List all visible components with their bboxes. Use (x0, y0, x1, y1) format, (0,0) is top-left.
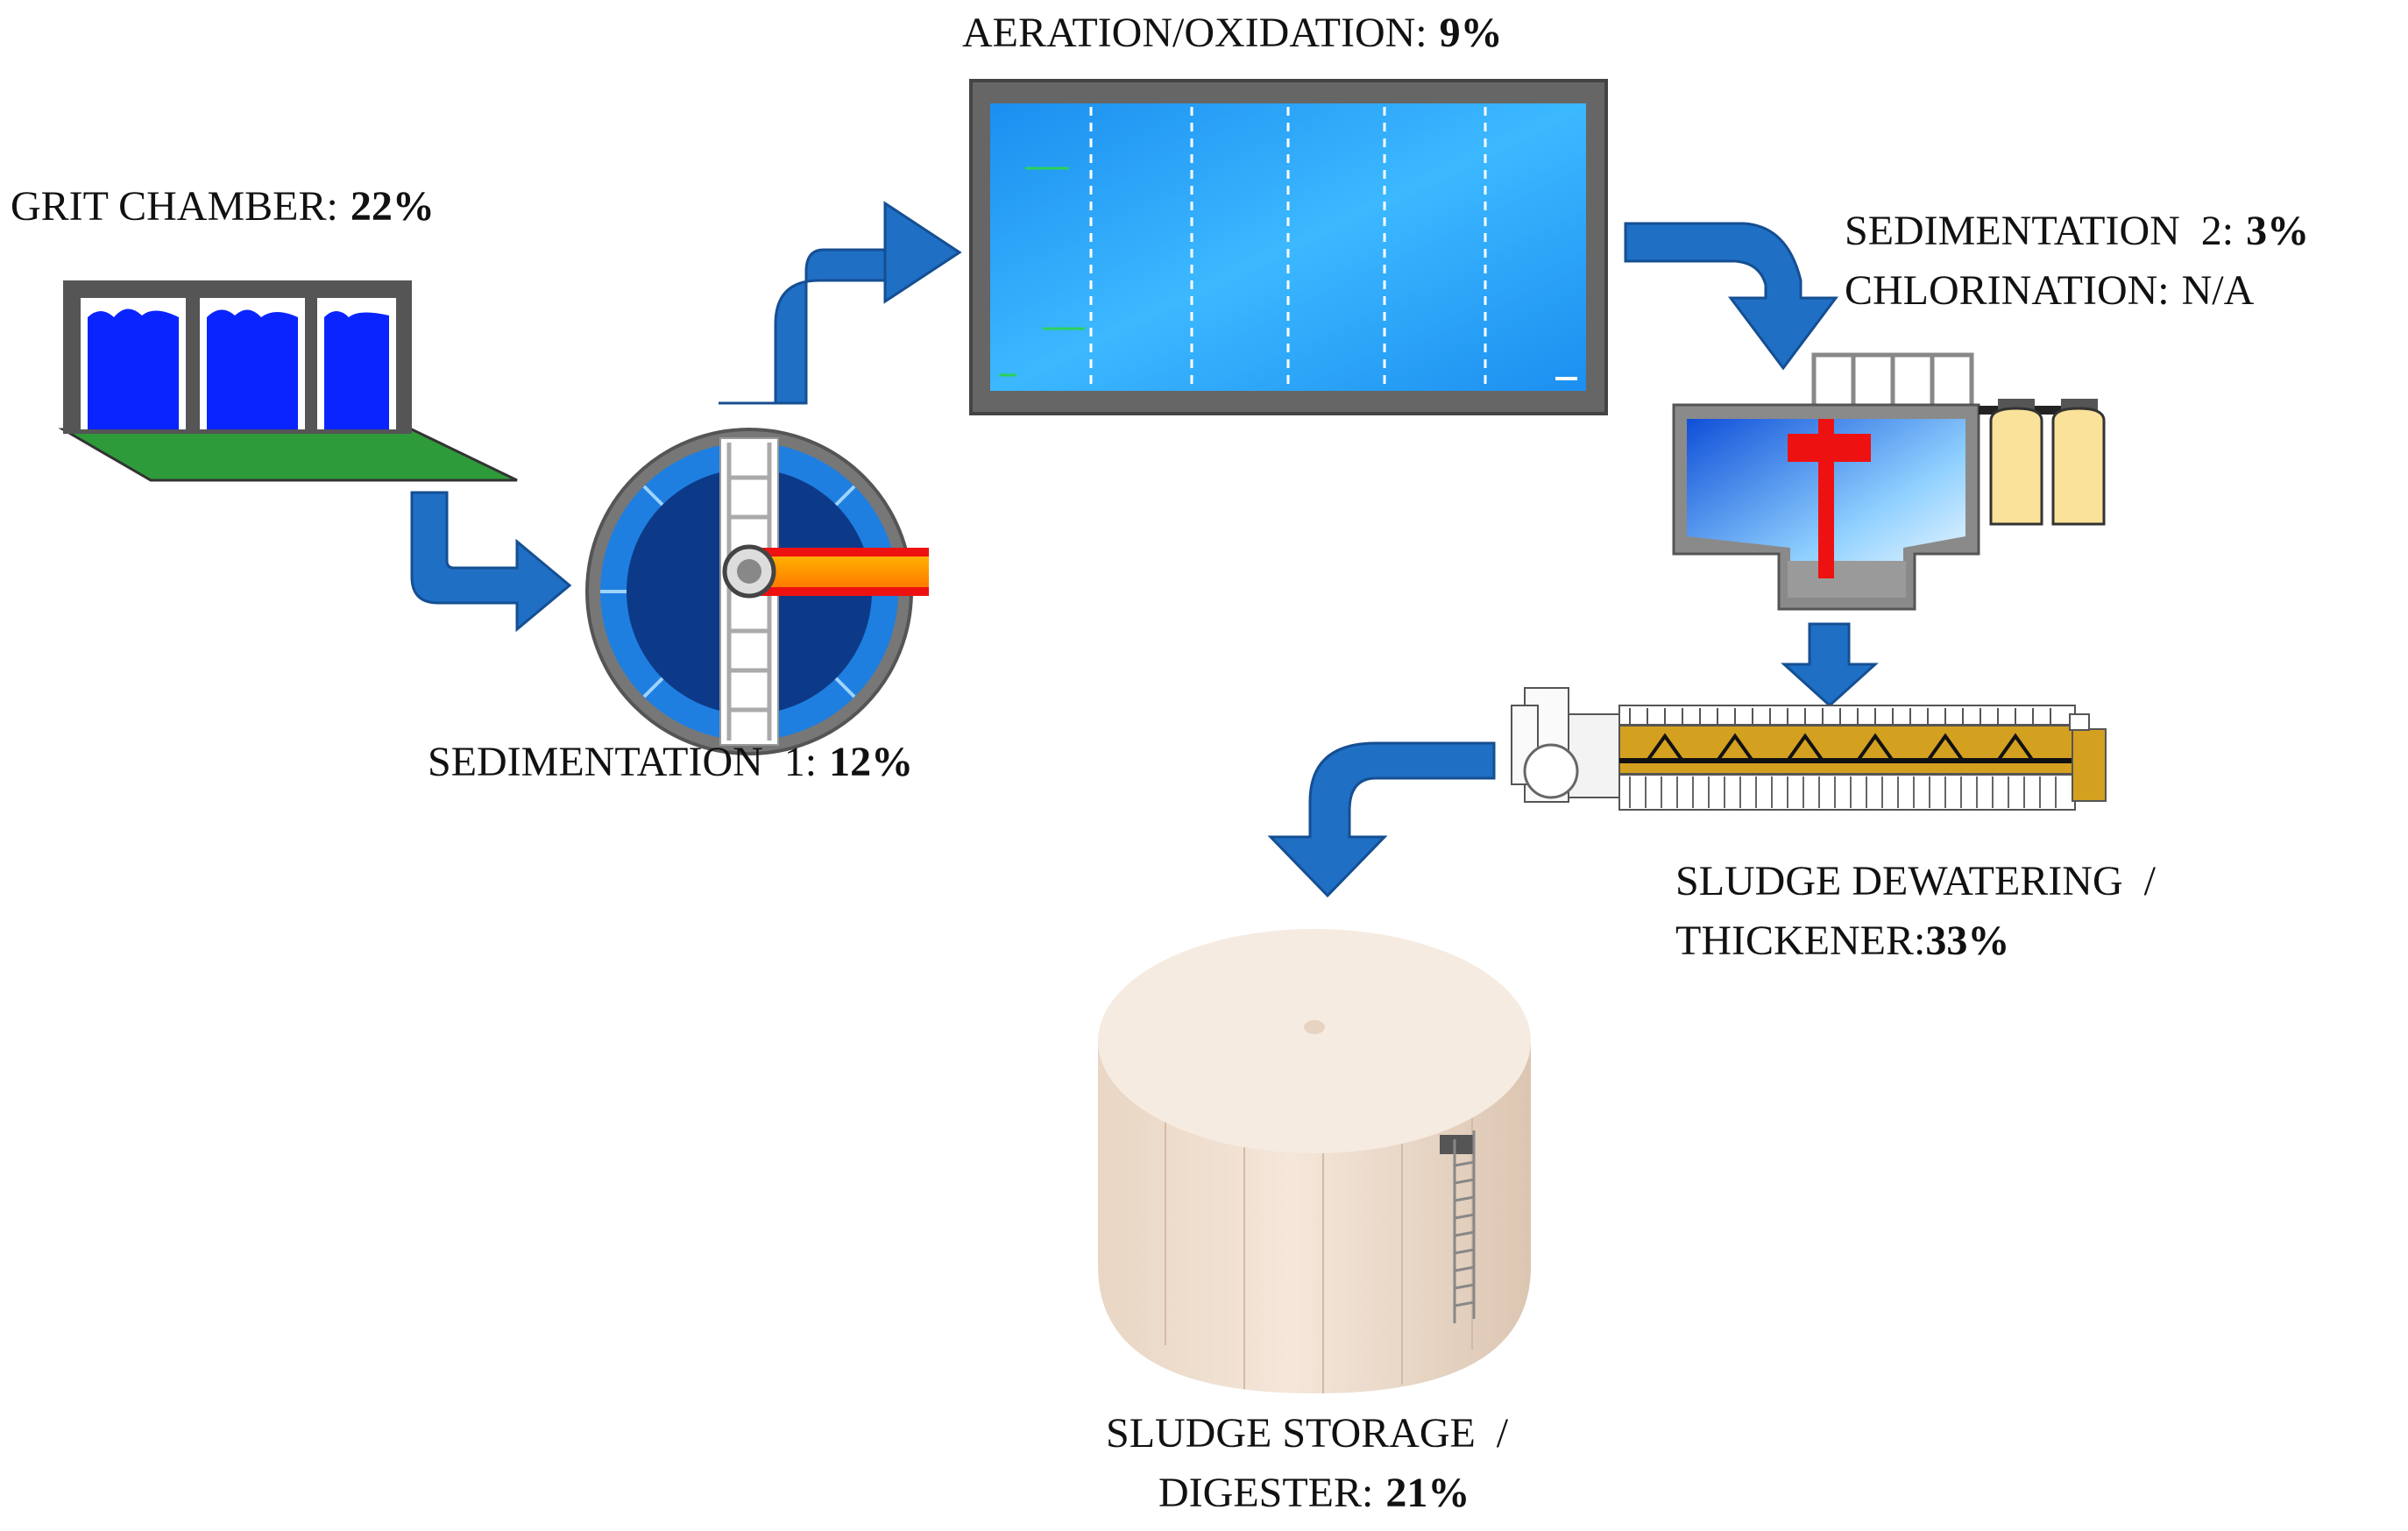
aeration-value: 9% (1439, 10, 1503, 56)
sedimentation-2-label: SEDIMENTATION 2: 3% (1845, 203, 2309, 259)
chlorination-value: N/A (2181, 267, 2255, 314)
sedimentation-1-label: SEDIMENTATION 1:12% (428, 734, 913, 790)
dewatering-label-line1: SLUDGE DEWATERING / (1675, 854, 2156, 910)
dewatering-label-line2: THICKENER:33% (1675, 913, 2009, 969)
aeration-name: AERATION/OXIDATION: (962, 10, 1427, 56)
sedimentation-1-name: SEDIMENTATION 1: (428, 739, 818, 785)
storage-line1: SLUDGE STORAGE / (1106, 1410, 1509, 1457)
aeration-label: AERATION/OXIDATION: 9% (962, 5, 1503, 61)
flow-arrow-icon (1781, 622, 1879, 708)
storage-tank-icon (1098, 929, 1531, 1393)
chlorination-label: CHLORINATION:N/A (1845, 263, 2254, 319)
sedimentation-2-name: SEDIMENTATION 2: (1845, 208, 2234, 254)
flow-arrow-icon (719, 201, 962, 405)
dewatering-line1: SLUDGE DEWATERING / (1675, 858, 2156, 904)
flow-arrow-icon (1267, 741, 1496, 898)
flow-arrow-icon (1624, 222, 1838, 371)
aeration-basin-icon (969, 79, 1608, 415)
storage-label-line2: DIGESTER:21% (1158, 1465, 1470, 1521)
sedimentation-2-value: 3% (2246, 208, 2310, 254)
grit-chamber-name: GRIT CHAMBER: (11, 183, 338, 230)
flow-arrow-icon (410, 491, 572, 633)
grit-chamber-value: 22% (350, 183, 435, 230)
secondary-clarifier-icon (1672, 352, 2068, 611)
grit-chamber-icon (58, 280, 518, 482)
grit-chamber-label: GRIT CHAMBER: 22% (11, 179, 435, 235)
storage-name: DIGESTER: (1158, 1470, 1374, 1516)
storage-value: 21% (1385, 1470, 1470, 1516)
clarifier-icon (585, 428, 929, 755)
screw-press-icon (1511, 687, 2107, 811)
dewatering-value: 33% (1925, 918, 2010, 964)
chlorination-name: CHLORINATION: (1845, 267, 2170, 314)
storage-label-line1: SLUDGE STORAGE / (1106, 1406, 1508, 1462)
sedimentation-1-value: 12% (829, 739, 914, 785)
dewatering-name: THICKENER: (1675, 918, 1926, 964)
chlorine-tanks-icon (1989, 399, 2106, 526)
